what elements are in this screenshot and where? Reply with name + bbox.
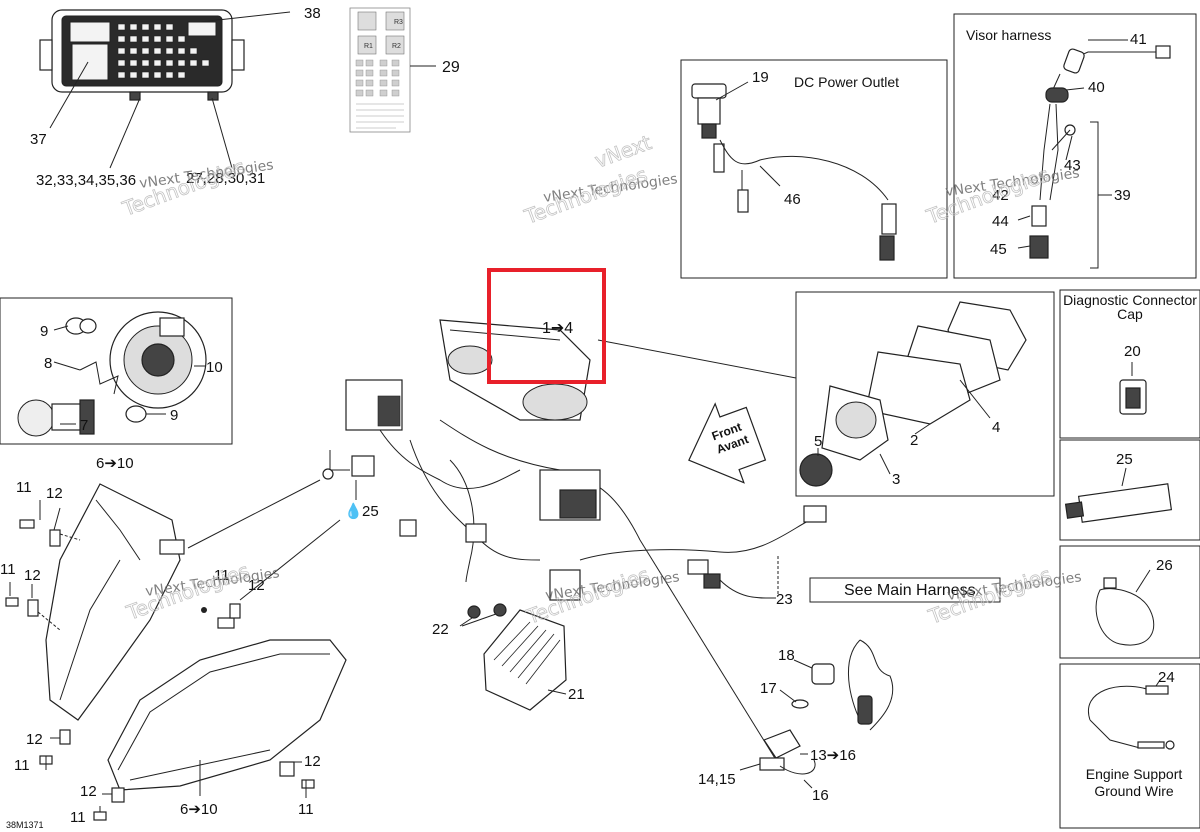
callout-12-f: 12: [80, 783, 97, 800]
callout-12-d: 12: [26, 731, 43, 748]
callout-1-4: 1➔4: [542, 320, 573, 337]
callout-21: 21: [568, 686, 585, 703]
callout-18: 18: [778, 647, 795, 664]
callout-29: 29: [442, 59, 460, 76]
engine-support-title-line2: Ground Wire: [1094, 783, 1174, 799]
callout-23: 23: [776, 591, 793, 608]
diagnostic-title-line1: Diagnostic Connector: [1063, 292, 1197, 308]
callout-45: 45: [990, 241, 1007, 258]
callout-32-36: 32,33,34,35,36: [36, 172, 136, 189]
callout-11-a: 11: [16, 479, 32, 496]
callout-11-b: 11: [0, 561, 16, 578]
watermark-text: Technologies: [521, 162, 651, 229]
voltage-regulator: [459, 603, 567, 711]
relay-label-r2: R2: [392, 43, 401, 50]
callout-8: 8: [44, 355, 52, 372]
headlamp-bulb-box: [0, 297, 233, 445]
callout-17: 17: [760, 680, 777, 697]
callout-39: 39: [1114, 187, 1131, 204]
relay-label-r3: R3: [394, 19, 403, 26]
callout-3: 3: [892, 471, 900, 488]
callout-13-16: 13➔16: [810, 747, 856, 764]
callout-37: 37: [30, 131, 47, 148]
callout-14-15: 14,15: [698, 771, 736, 788]
engine-ground-wire-box: Engine Support Ground Wire: [1059, 663, 1200, 829]
see-main-harness-label: See Main Harness: [844, 582, 976, 599]
callout-25-box: 25: [1116, 451, 1133, 468]
dc-power-outlet-box: DC Power Outlet: [680, 59, 948, 279]
callout-25-main: 25: [362, 503, 379, 520]
callout-40: 40: [1088, 79, 1105, 96]
callout-4: 4: [992, 419, 1000, 436]
visor-harness-title: Visor harness: [966, 27, 1051, 43]
callout-12-e: 12: [304, 753, 321, 770]
fuse-box-assembly: [39, 9, 291, 169]
dc-power-outlet-title: DC Power Outlet: [794, 74, 899, 90]
callout-5: 5: [814, 433, 822, 450]
callout-11-f: 11: [70, 809, 86, 826]
callout-20: 20: [1124, 343, 1141, 360]
callout-38: 38: [304, 5, 321, 22]
callout-24: 24: [1158, 669, 1175, 686]
callout-16: 16: [812, 787, 829, 804]
callout-2: 2: [910, 432, 918, 449]
callout-42: 42: [992, 187, 1009, 204]
callout-41: 41: [1130, 31, 1147, 48]
callout-6-10-bottom: 6➔10: [180, 801, 218, 818]
callout-11-d: 11: [14, 757, 30, 774]
diagram-code: 38M1371: [6, 820, 44, 830]
engine-support-title-line1: Engine Support: [1086, 766, 1183, 782]
callout-44: 44: [992, 213, 1009, 230]
drop-icon-callout-25: 💧: [344, 502, 363, 520]
callout-26: 26: [1156, 557, 1173, 574]
headlamp-housing-left: [5, 479, 321, 721]
visor-harness-box: Visor harness: [953, 13, 1197, 279]
callout-12-b: 12: [24, 567, 41, 584]
watermark-text: Technologies: [523, 562, 653, 629]
main-wiring-harness: [322, 319, 827, 761]
callout-11-c: 11: [214, 567, 230, 584]
see-main-harness-box: See Main Harness: [809, 577, 1001, 603]
callout-11-e: 11: [298, 801, 314, 818]
callout-22: 22: [432, 621, 449, 638]
relay-label-r1: R1: [364, 43, 373, 50]
callout-12-a: 12: [46, 485, 63, 502]
callout-46: 46: [784, 191, 801, 208]
watermark-text: vNext: [592, 130, 655, 173]
diagnostic-title-line2: Cap: [1117, 306, 1143, 322]
grease-tube-box: [1059, 439, 1200, 541]
highlight-box: [487, 268, 606, 384]
diagnostic-cap-box: Diagnostic Connector Cap: [1059, 289, 1200, 439]
headlamp-housing-right: [39, 519, 347, 821]
callout-19: 19: [752, 69, 769, 86]
callout-9-bottom: 9: [170, 407, 178, 424]
safety-lanyard: [739, 639, 894, 789]
callout-9-top: 9: [40, 323, 48, 340]
tie-strap-box: [1059, 545, 1200, 659]
fuse-label-sheet: R3 R1 R2: [349, 7, 436, 133]
watermark-text: Technologies: [119, 154, 249, 221]
callout-27-31: 27,28,30,31: [186, 170, 265, 187]
callout-7: 7: [80, 417, 88, 434]
gauge-cluster-box: [795, 291, 1055, 497]
callout-43: 43: [1064, 157, 1081, 174]
callout-6-10-top: 6➔10: [96, 455, 134, 472]
callout-10: 10: [206, 359, 223, 376]
front-direction-arrow: Front Avant: [688, 402, 767, 484]
